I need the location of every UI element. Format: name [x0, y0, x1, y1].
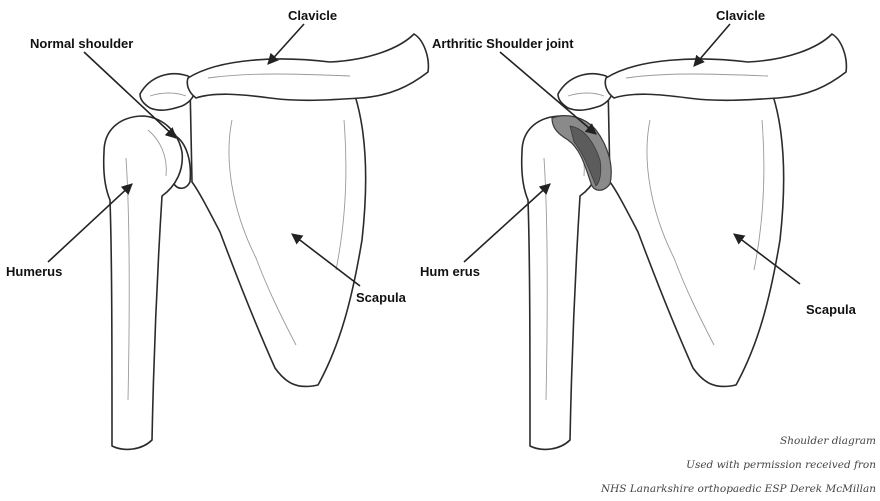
left-shoulder-illustration — [104, 34, 429, 449]
left-humerus-label: Humerus — [6, 264, 62, 279]
right-shoulder-illustration — [522, 34, 847, 449]
credit-line-2: Used with permission received fron — [686, 459, 876, 471]
left-scapula-label: Scapula — [356, 290, 407, 305]
left-clavicle-label: Clavicle — [288, 8, 337, 23]
left-clavicle-arrow — [268, 24, 304, 64]
left-joint-label: Normal shoulder — [30, 36, 133, 51]
right-joint-label: Arthritic Shoulder joint — [432, 36, 574, 51]
credit-line-1: Shoulder diagram — [780, 435, 876, 447]
right-humerus-label: Hum erus — [420, 264, 480, 279]
credit-line-3: NHS Lanarkshire orthopaedic ESP Derek Mc… — [600, 483, 876, 495]
right-scapula-label: Scapula — [806, 302, 857, 317]
left-bones — [104, 34, 429, 449]
right-clavicle-label: Clavicle — [716, 8, 765, 23]
right-bones — [522, 34, 847, 449]
